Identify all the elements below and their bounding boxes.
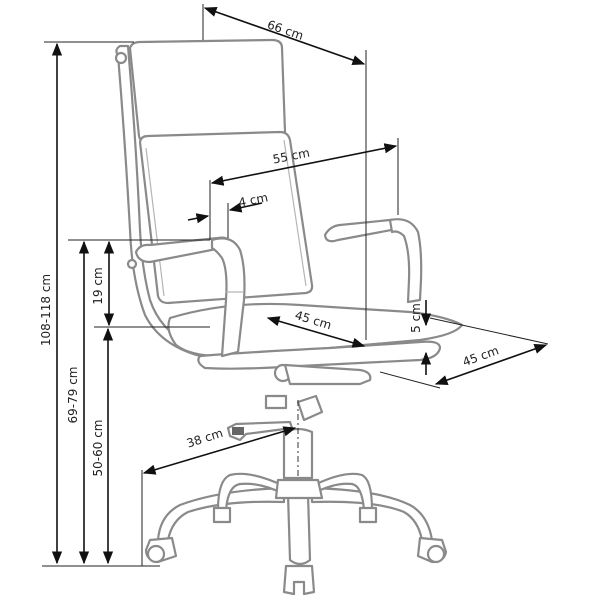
total-height-label: 108-118 cm — [39, 274, 53, 346]
overall-depth-dimension — [203, 6, 366, 66]
seat-thickness-label: 5 cm — [409, 303, 423, 333]
seat-width-dimension — [266, 316, 366, 348]
seat-depth-extension-back — [429, 317, 549, 345]
tension-knob — [296, 394, 324, 422]
seat-depth-extension-front — [379, 371, 441, 389]
headrest-cushion — [128, 38, 287, 144]
base-leg-front — [286, 488, 312, 566]
width-between-armrests-dimension — [210, 143, 398, 186]
armrest-height-label: 69-79 cm — [66, 367, 80, 424]
armrest-above-seat-label: 19 cm — [91, 267, 105, 304]
armrest-width-arrow-right — [228, 202, 263, 213]
dimension-lines — [42, 4, 549, 567]
base-hub — [274, 478, 324, 500]
caster-left — [144, 536, 178, 564]
lever-handle-grip — [232, 427, 244, 435]
caster-back-left — [212, 506, 232, 524]
armrest-right-support — [388, 218, 423, 304]
armrest-left-cap — [126, 258, 138, 270]
caster-front — [282, 564, 316, 596]
seat-mechanism — [283, 363, 372, 386]
base-radius-dimension — [142, 426, 297, 475]
armrest-left-support — [210, 237, 246, 358]
armrest-width-label: 4 cm — [237, 190, 269, 209]
chair-drawing — [114, 38, 464, 596]
tilt-knob — [264, 394, 288, 410]
caster-back-right — [358, 506, 378, 524]
seat-depth-label: 45 cm — [461, 343, 501, 369]
base-radius-label: 38 cm — [185, 426, 225, 451]
back-hinge — [114, 51, 128, 65]
seat-height-label: 50-60 cm — [91, 420, 105, 477]
armrest-width-arrow-left — [187, 213, 210, 224]
caster-right — [416, 536, 448, 564]
seat-depth-dimension — [434, 344, 548, 385]
